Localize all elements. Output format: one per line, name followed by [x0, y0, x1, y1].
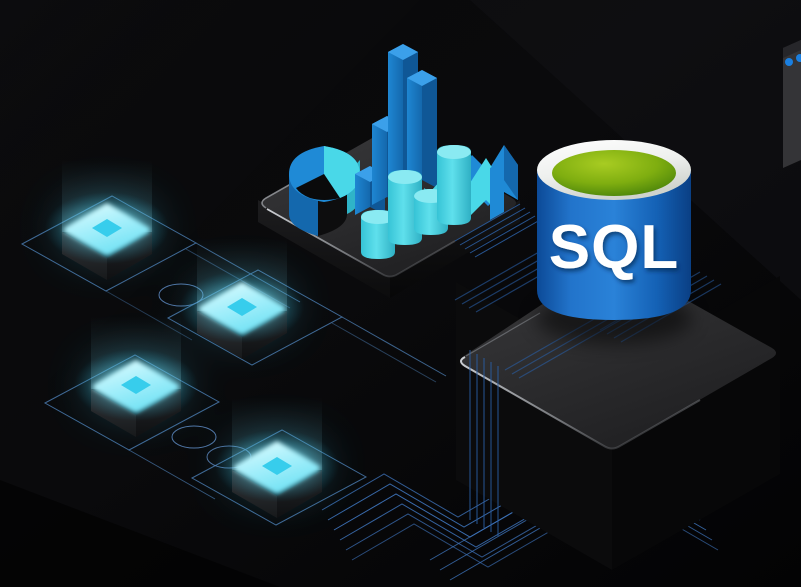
platform-edge-highlight-front	[266, 208, 456, 278]
bar-blue-4-top	[407, 70, 437, 86]
cylinder-4-top	[437, 145, 471, 159]
chip-core-square	[92, 219, 122, 237]
trace-link-5	[128, 449, 216, 500]
chip-node-2	[180, 238, 304, 359]
chip-node-1	[45, 160, 169, 280]
via-ring-2	[171, 425, 217, 449]
sql-label: SQL	[549, 213, 679, 282]
cyan-cylinder-chart-3d	[361, 145, 471, 259]
corner-device-panel	[783, 40, 801, 168]
cylinder-2-top	[388, 170, 422, 184]
pie-slice-c	[296, 174, 340, 200]
bar-blue-4-face	[407, 70, 422, 188]
sql-platform	[456, 258, 780, 570]
platform-left-face	[258, 200, 390, 298]
trace-link-4	[331, 322, 437, 383]
sql-platform-edge-highlight-back	[465, 312, 541, 357]
pie-slice-b	[324, 146, 360, 198]
chip-core-square	[121, 376, 151, 394]
bar-blue-4-side	[422, 70, 437, 188]
trace-link-3	[341, 316, 447, 377]
sql-cylinder-top-fill	[552, 150, 676, 196]
sql-cylinder-body	[537, 170, 691, 320]
chip-node-4	[215, 397, 339, 518]
zigzag-blue-blade	[490, 160, 504, 220]
blue-bar-chart-3d	[355, 44, 437, 215]
bar-blue-3-face	[388, 44, 403, 196]
chip-core-square	[262, 457, 292, 475]
sql-platform-edge-highlight	[460, 356, 701, 450]
device-led-2	[796, 54, 801, 62]
chip-node-3	[74, 316, 198, 437]
vignette-bottom-left	[0, 480, 280, 587]
zigzag-blue-edge	[504, 145, 518, 200]
bar-blue-3-top	[388, 44, 418, 60]
device-panel-top	[783, 40, 801, 58]
cylinder-1-top	[361, 210, 395, 224]
sql-database-cylinder: SQL	[536, 140, 692, 344]
device-panel-body	[783, 40, 801, 168]
cylinder-2-body	[388, 170, 422, 245]
platform-right-face	[390, 200, 520, 298]
charts-platform-traces	[454, 203, 541, 258]
device-led-1	[785, 58, 793, 66]
chip-core-square	[227, 298, 257, 316]
cylinder-4-body	[437, 145, 471, 225]
bar-blue-2-face	[372, 116, 387, 205]
platform-edge-highlight-left	[261, 155, 341, 209]
